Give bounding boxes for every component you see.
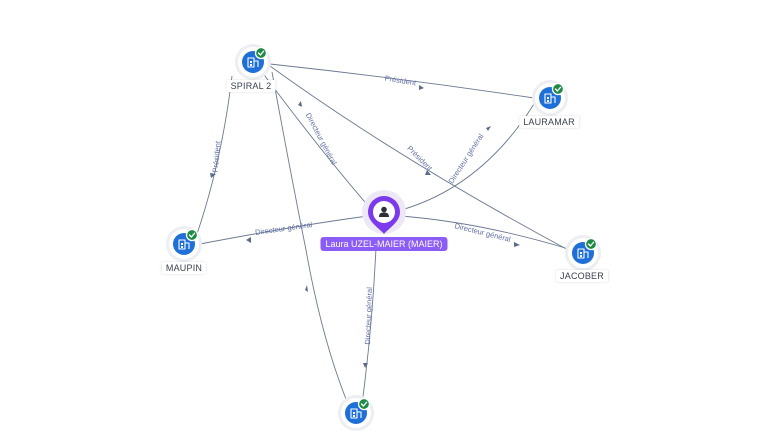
node-person[interactable]: [362, 190, 406, 234]
verified-check-icon: [357, 397, 371, 411]
node-label-person: Laura UZEL-MAIER (MAIER): [320, 237, 448, 251]
node-label-lauramar: LAURAMAR: [519, 116, 579, 128]
node-spiral[interactable]: [235, 44, 271, 80]
node-label-spiral: SPIRAL 2: [226, 80, 276, 92]
node-label-maupin: MAUPIN: [161, 262, 207, 274]
building-icon: [544, 93, 556, 104]
edge-label-person-bottom: Directeur général: [363, 287, 374, 345]
building-icon: [577, 248, 589, 259]
edge-label-spiral-maupin: Président: [211, 140, 223, 173]
node-jacober[interactable]: [565, 235, 601, 271]
edge-label-person-lauramar: Directeur général: [446, 132, 485, 185]
edge-label-spiral-person: Directeur général: [304, 111, 339, 166]
node-maupin[interactable]: [166, 226, 202, 262]
edge-spiral-bottom[interactable]: Président: [271, 71, 349, 405]
edge-label-person-maupin: Directeur général: [255, 220, 314, 237]
edge-label-spiral-lauramar: Président: [384, 74, 418, 88]
edge-label-person-jacober: Directeur général: [454, 221, 512, 244]
node-label-jacober: JACOBER: [556, 270, 608, 282]
verified-check-icon: [551, 82, 565, 96]
person-icon: [379, 206, 389, 217]
edge-person-bottom[interactable]: Directeur général: [361, 247, 377, 405]
node-bottom[interactable]: [338, 395, 374, 431]
edge-spiral-lauramar[interactable]: Président: [269, 63, 535, 99]
verified-check-icon: [185, 228, 199, 242]
edge-spiral-person[interactable]: Directeur général: [261, 71, 371, 209]
edge-spiral-maupin[interactable]: Président: [196, 75, 233, 235]
verified-check-icon: [254, 46, 268, 60]
verified-check-icon: [584, 237, 598, 251]
building-icon: [247, 57, 259, 68]
building-icon: [178, 239, 190, 250]
node-lauramar[interactable]: [532, 80, 568, 116]
building-icon: [350, 408, 362, 419]
edges: Président Président Président Directeur …: [196, 63, 573, 405]
